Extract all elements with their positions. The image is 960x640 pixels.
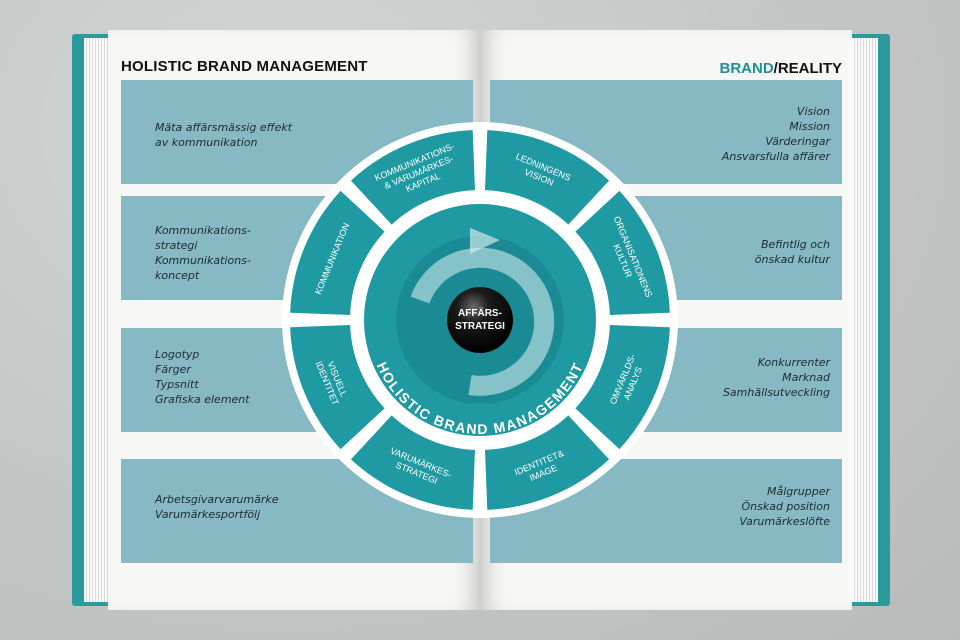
text-line: Vision xyxy=(796,105,830,118)
text-line: Kommunikations- xyxy=(155,224,251,237)
text-line: Kommunikations- xyxy=(155,254,251,267)
left-page-stack xyxy=(84,38,110,602)
wheel-segment xyxy=(575,324,670,450)
text-line: Arbetsgivarvarumärke xyxy=(155,493,279,506)
text-line: Logotyp xyxy=(155,348,200,361)
text-line: Mäta affärsmässig effekt xyxy=(155,121,293,134)
wheel-segment xyxy=(350,130,476,225)
text-line: koncept xyxy=(155,269,200,282)
left-band-3-text: Logotyp Färger Typsnitt Grafiska element xyxy=(155,347,250,407)
right-band-3-text: Konkurrenter Marknad Samhällsutveckling xyxy=(723,355,830,400)
text-line: Befintlig och xyxy=(760,238,830,251)
left-band-2-text: Kommunikations- strategi Kommunikations-… xyxy=(155,223,251,283)
text-line: Målgrupper xyxy=(766,485,830,498)
left-page-title: HOLISTIC BRAND MANAGEMENT xyxy=(121,58,368,75)
title-brand: BRAND xyxy=(719,60,774,77)
right-band-4-text: Målgrupper Önskad position Varumärkeslöf… xyxy=(739,484,830,529)
title-slash: / xyxy=(773,60,778,77)
text-line: Ansvarsfulla affärer xyxy=(721,150,830,163)
right-page-title: BRAND/REALITY xyxy=(719,60,842,77)
wheel-segment xyxy=(484,415,610,510)
left-band-1-text: Mäta affärsmässig effekt av kommunikatio… xyxy=(155,120,292,150)
text-line: Typsnitt xyxy=(155,378,199,391)
center-ball xyxy=(447,287,513,353)
text-line: av kommunikation xyxy=(155,136,258,149)
text-line: Färger xyxy=(155,363,191,376)
text-line: Mission xyxy=(789,120,830,133)
text-line: Värderingar xyxy=(765,135,830,148)
left-band-4-text: Arbetsgivarvarumärke Varumärkesportfölj xyxy=(155,492,279,522)
center-label-1: AFFÄRS- xyxy=(458,306,502,319)
right-page-stack xyxy=(852,38,878,602)
wheel-segment xyxy=(350,415,476,510)
text-line: Samhällsutveckling xyxy=(722,386,830,399)
text-line: Marknad xyxy=(782,371,830,384)
cycle-arrow-arc xyxy=(410,247,555,396)
text-line: Önskad position xyxy=(741,500,830,513)
text-line: strategi xyxy=(155,239,198,252)
wheel-segment xyxy=(575,190,670,316)
right-band-1-text: Vision Mission Värderingar Ansvarsfulla … xyxy=(722,104,830,164)
title-reality: REALITY xyxy=(777,60,842,77)
text-line: Grafiska element xyxy=(155,393,250,406)
cycle-arrow-head xyxy=(470,228,500,254)
wheel-segment xyxy=(290,190,385,316)
text-line: Varumärkesportfölj xyxy=(155,508,261,521)
wheel-segment xyxy=(290,324,385,450)
right-band-2-text: Befintlig och önskad kultur xyxy=(755,237,830,267)
text-line: Varumärkeslöfte xyxy=(739,515,830,528)
text-line: Konkurrenter xyxy=(757,356,830,369)
center-label-2: STRATEGI xyxy=(455,321,505,332)
wheel-segment xyxy=(484,130,610,225)
text-line: önskad kultur xyxy=(754,253,830,266)
